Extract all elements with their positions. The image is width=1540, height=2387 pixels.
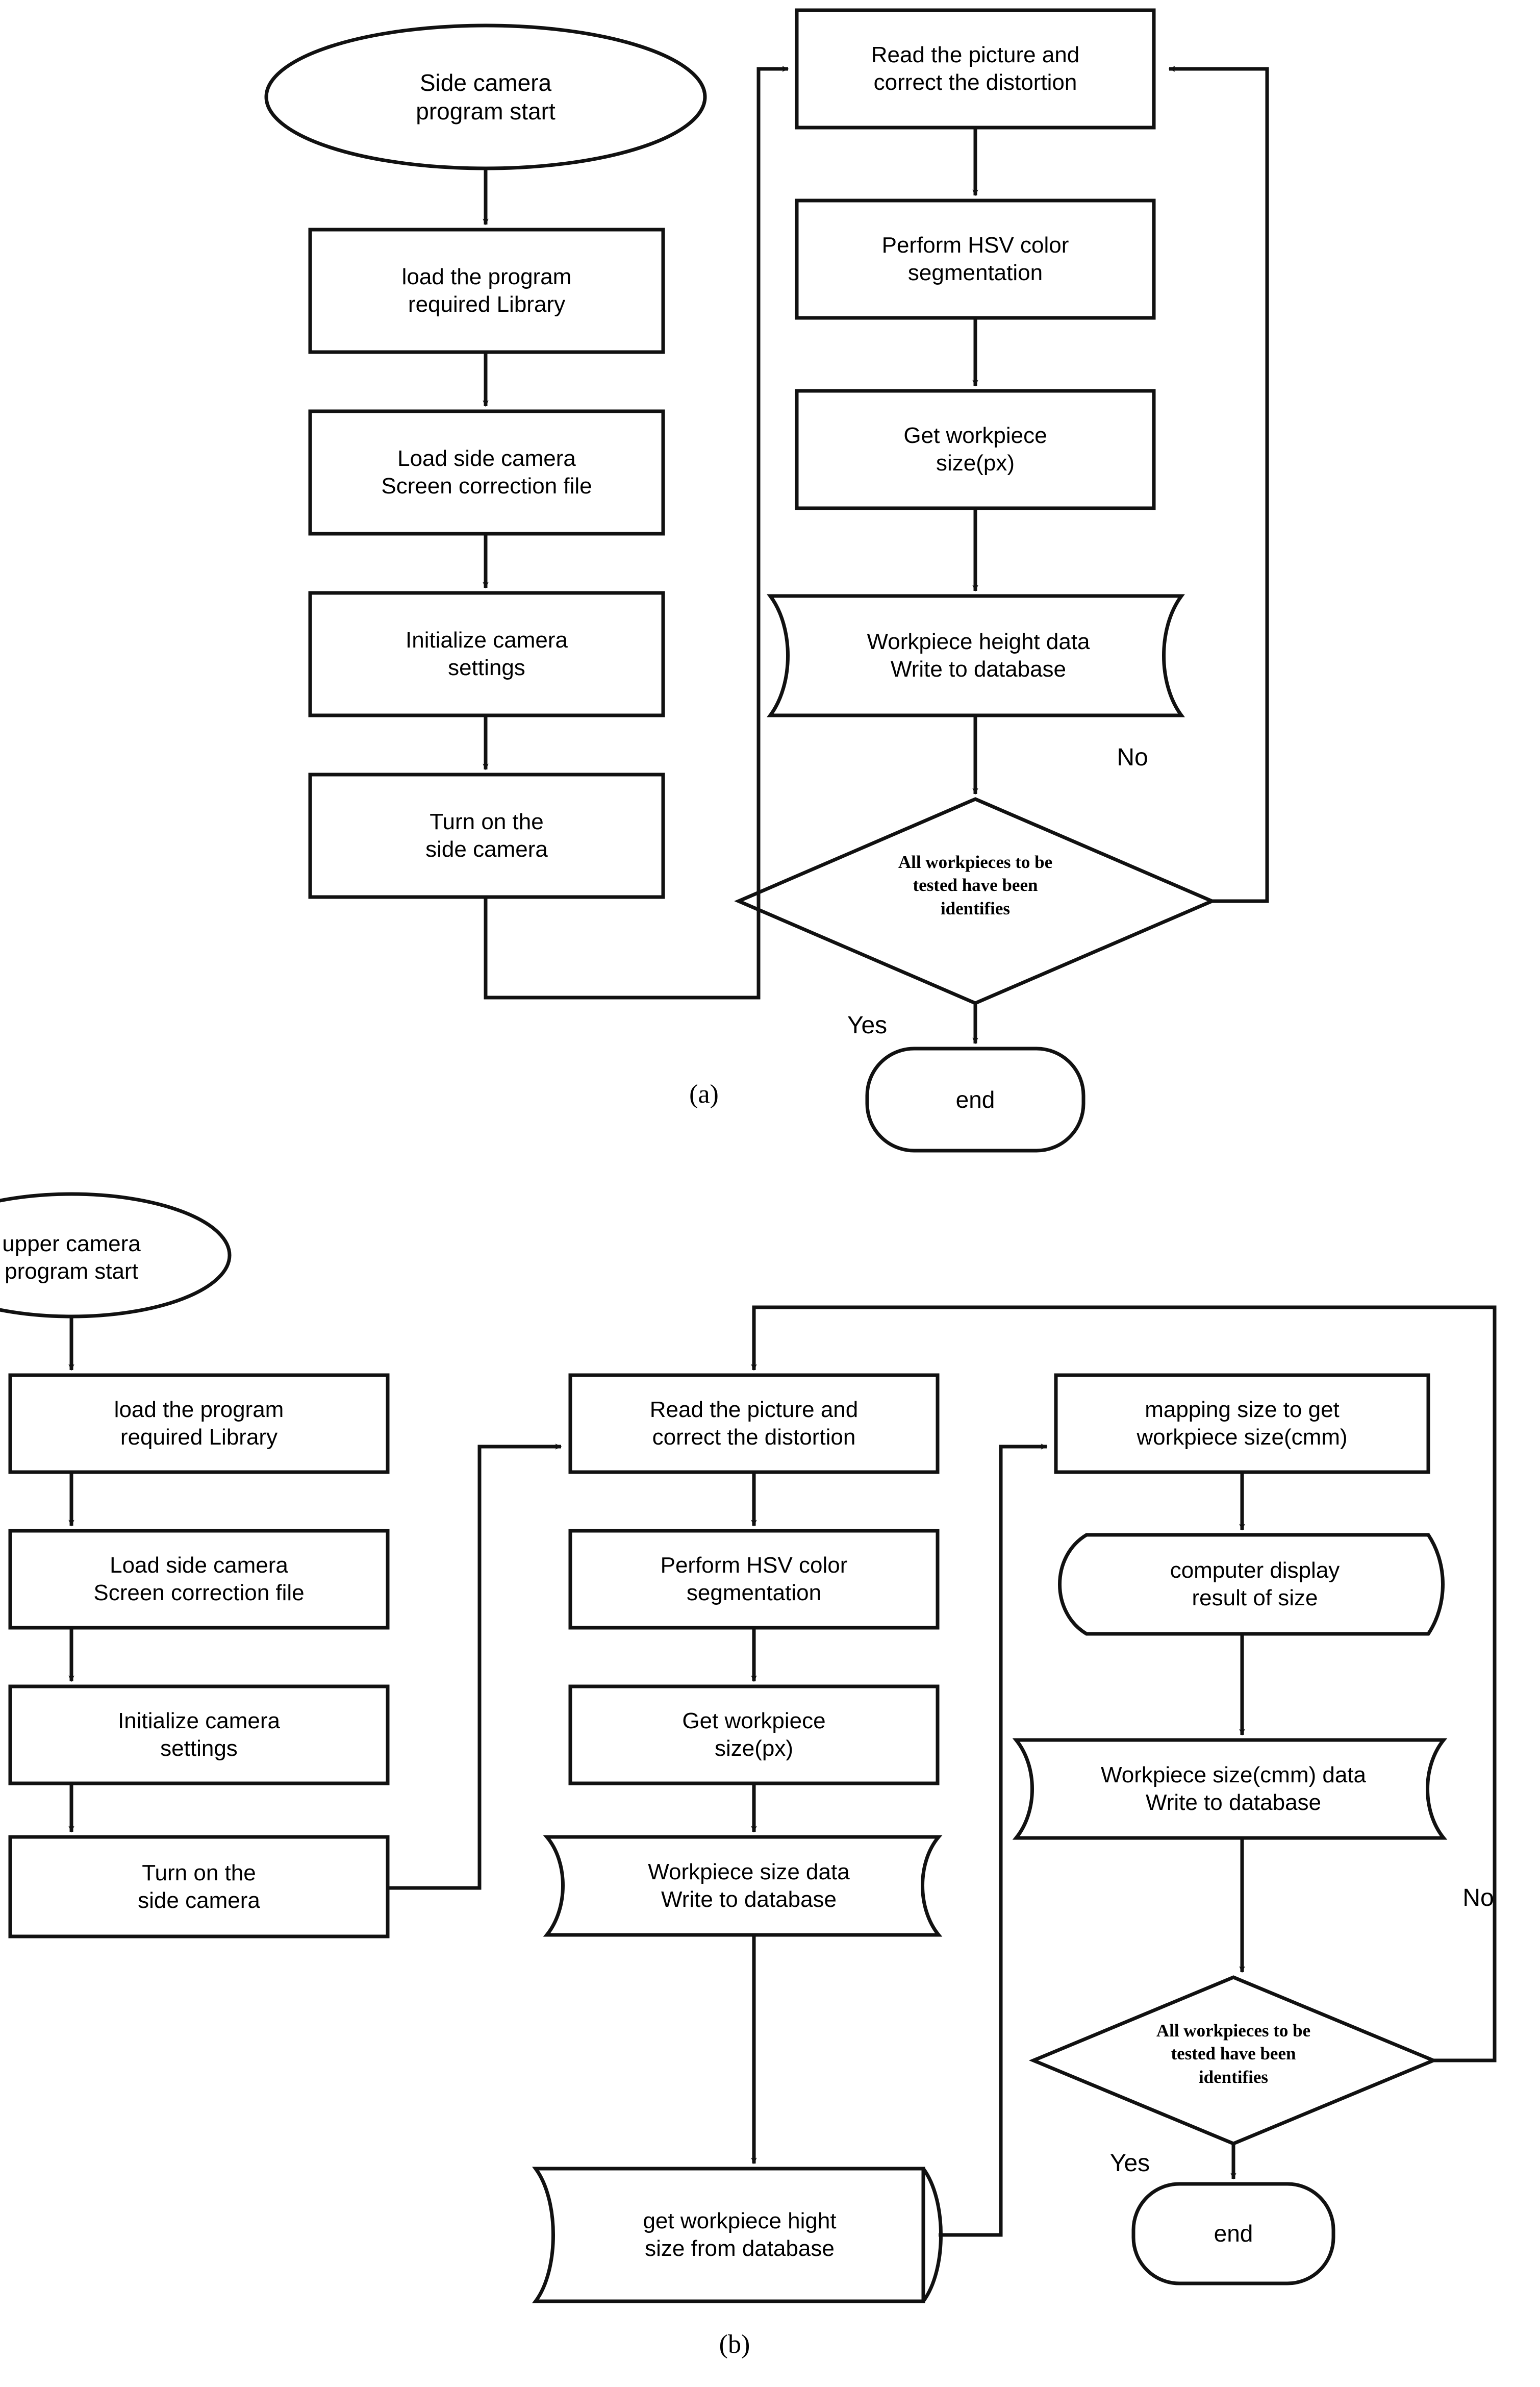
b-edge-turnon-to-readpic <box>388 1444 562 1890</box>
a-node-start[interactable] <box>264 23 707 170</box>
b-node-init-cam[interactable] <box>8 1684 390 1785</box>
b-node-start[interactable] <box>0 1192 232 1319</box>
b-node-hsv[interactable] <box>568 1529 940 1630</box>
b-node-read-pic[interactable] <box>568 1373 940 1474</box>
b-node-end[interactable] <box>1131 2182 1335 2285</box>
a-edge-turnon-to-readpic <box>484 66 789 1000</box>
b-edge-decision-no <box>751 1305 1497 2062</box>
b-node-display[interactable] <box>1058 1533 1445 1636</box>
b-node-write-size-db[interactable] <box>543 1835 943 1937</box>
b-node-get-height-db[interactable] <box>532 2167 925 2303</box>
b-node-load-corr[interactable] <box>8 1529 390 1630</box>
b-edge-gethdb-to-mapping <box>939 1444 1048 2237</box>
a-node-decision[interactable] <box>734 797 1217 1005</box>
b-node-turn-on[interactable] <box>8 1835 390 1938</box>
a-node-get-size[interactable] <box>795 389 1156 510</box>
b-node-decision[interactable] <box>1028 1975 1438 2146</box>
a-node-load-library[interactable] <box>308 228 665 354</box>
b-node-write-cmm-db[interactable] <box>1012 1738 1448 1840</box>
b-node-mapping[interactable] <box>1054 1373 1430 1474</box>
a-node-hsv[interactable] <box>795 198 1156 320</box>
a-node-read-pic[interactable] <box>795 8 1156 130</box>
a-node-init-cam[interactable] <box>308 591 665 717</box>
a-edge-decision-no <box>1168 66 1269 903</box>
a-node-end[interactable] <box>865 1047 1085 1153</box>
b-node-get-height-db-cap[interactable] <box>922 2167 943 2303</box>
a-node-load-corr[interactable] <box>308 409 665 536</box>
b-node-get-size[interactable] <box>568 1684 940 1785</box>
b-node-load-library[interactable] <box>8 1373 390 1474</box>
a-node-write-db[interactable] <box>767 594 1185 717</box>
a-node-turn-on[interactable] <box>308 773 665 899</box>
